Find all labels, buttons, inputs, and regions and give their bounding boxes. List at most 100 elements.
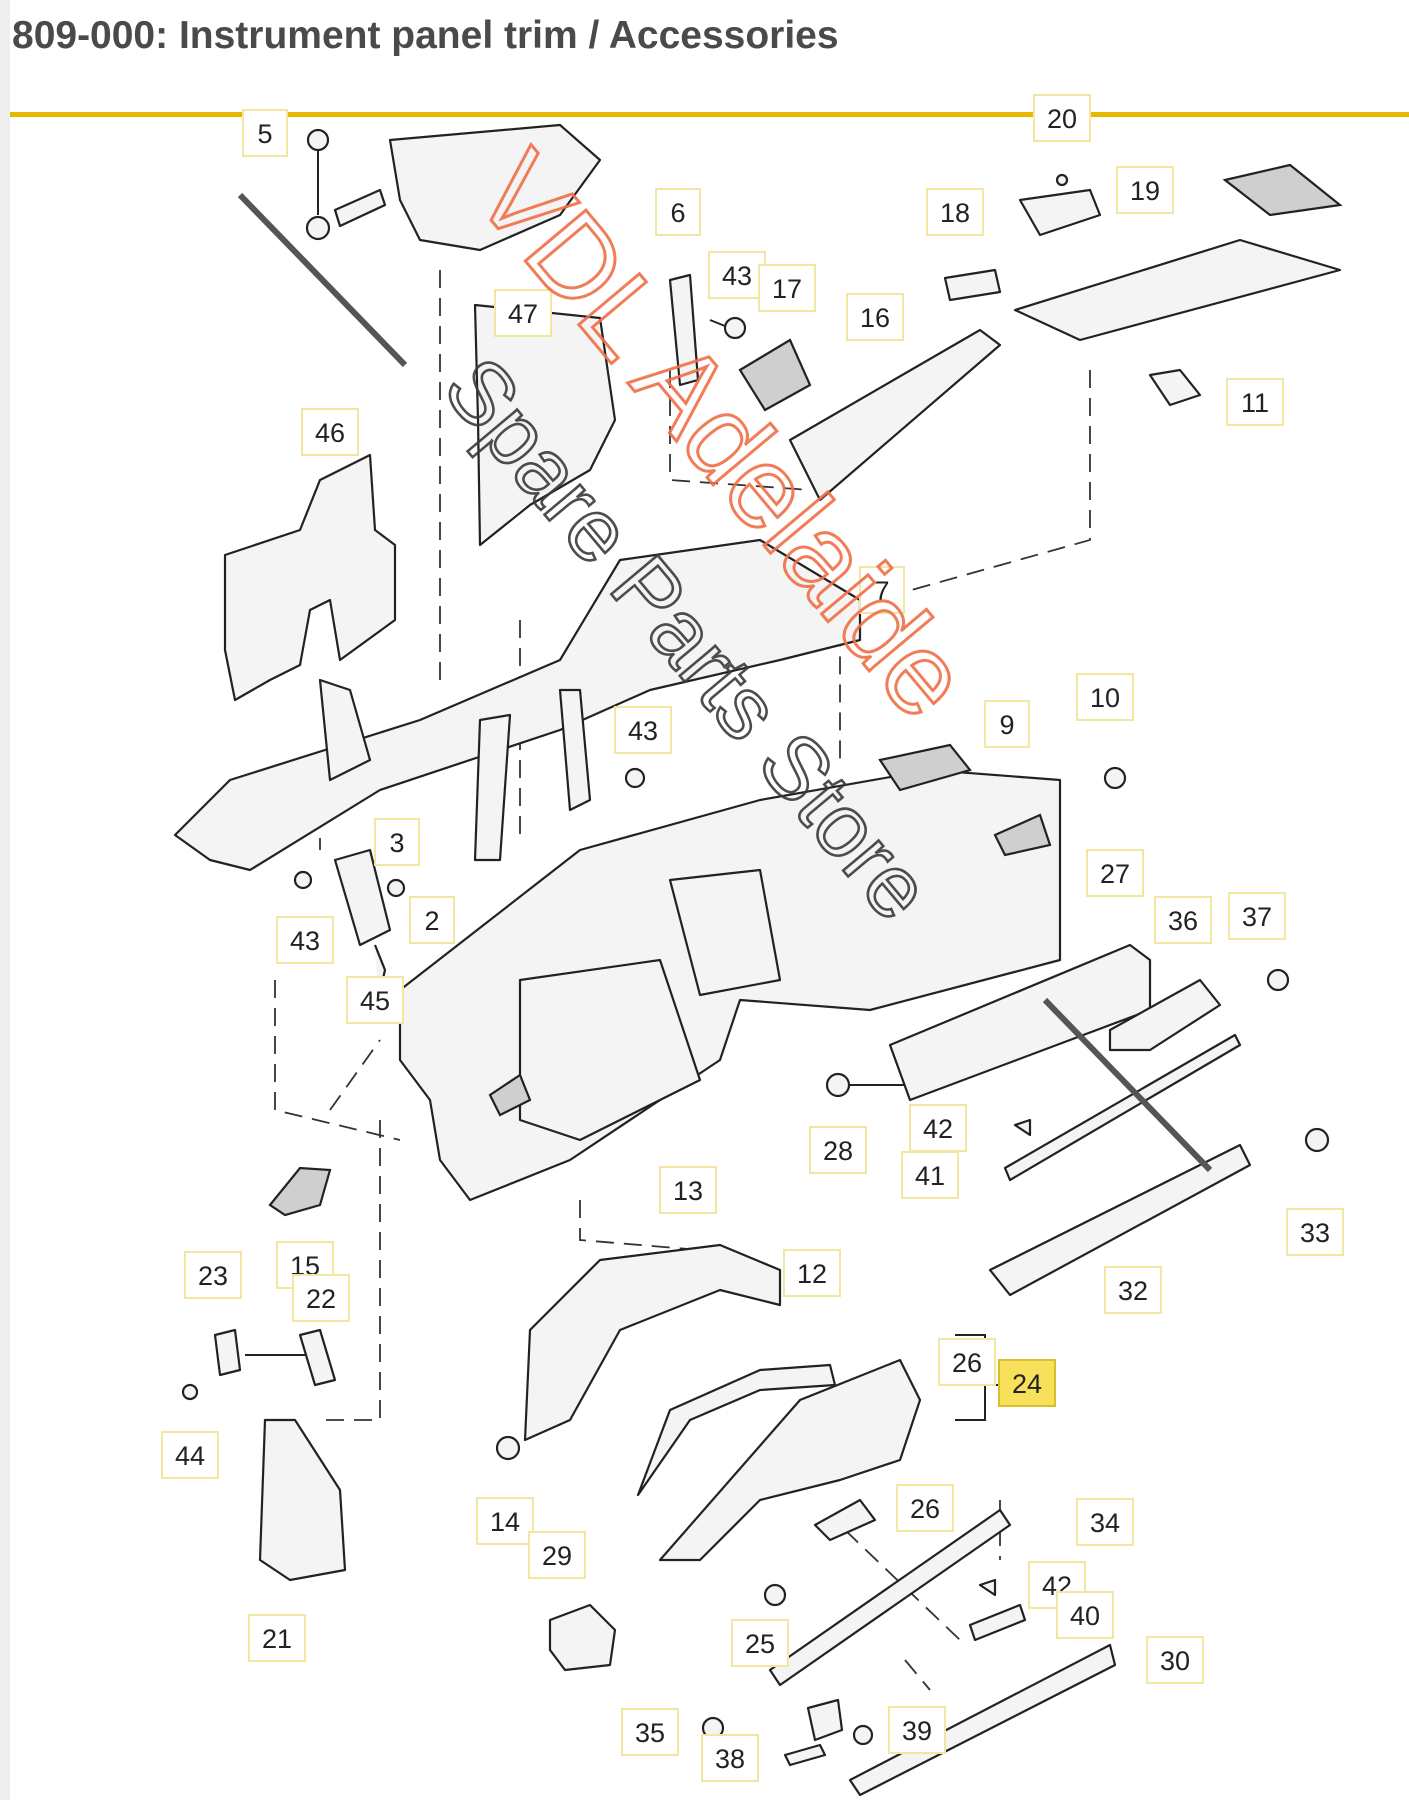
- callout-c10[interactable]: 10: [1076, 673, 1134, 721]
- callout-number-c43a: 43: [722, 261, 752, 291]
- callout-box-c32: [1104, 1266, 1162, 1314]
- callout-box-c26a: [938, 1338, 996, 1386]
- callout-number-c32: 32: [1118, 1276, 1148, 1306]
- callout-c28[interactable]: 28: [809, 1126, 867, 1174]
- callout-number-c46: 46: [315, 418, 345, 448]
- callout-number-c47: 47: [508, 299, 538, 329]
- callout-number-c13: 13: [673, 1176, 703, 1206]
- callout-number-c34: 34: [1090, 1508, 1120, 1538]
- callout-c11[interactable]: 11: [1226, 378, 1284, 426]
- callout-c43a[interactable]: 43: [708, 251, 766, 299]
- callout-c25[interactable]: 25: [731, 1619, 789, 1667]
- callout-c26b[interactable]: 26: [896, 1484, 954, 1532]
- callout-box-c40: [1056, 1591, 1114, 1639]
- callout-c22[interactable]: 22: [292, 1274, 350, 1322]
- callout-box-c39: [888, 1706, 946, 1754]
- callout-box-c10: [1076, 673, 1134, 721]
- callout-c34[interactable]: 34: [1076, 1498, 1134, 1546]
- callout-number-c7: 7: [874, 576, 889, 606]
- callout-box-c2: [409, 896, 455, 944]
- callout-c26a[interactable]: 26: [938, 1338, 996, 1386]
- left-edge-strip: [0, 0, 10, 1800]
- callout-box-c28: [809, 1126, 867, 1174]
- callout-c17[interactable]: 17: [758, 264, 816, 312]
- callout-c30[interactable]: 30: [1146, 1636, 1204, 1684]
- callout-box-c22: [292, 1274, 350, 1322]
- callout-box-c24: [998, 1359, 1056, 1407]
- callout-c24[interactable]: 24: [998, 1359, 1056, 1407]
- callout-c7[interactable]: 7: [859, 566, 905, 614]
- callout-number-c19: 19: [1130, 176, 1160, 206]
- callout-number-c17: 17: [772, 274, 802, 304]
- callout-c40[interactable]: 40: [1056, 1591, 1114, 1639]
- callout-box-c33: [1286, 1208, 1344, 1256]
- callout-c20[interactable]: 20: [1033, 94, 1091, 142]
- callout-box-c17: [758, 264, 816, 312]
- callout-c38[interactable]: 38: [701, 1734, 759, 1782]
- callout-c39[interactable]: 39: [888, 1706, 946, 1754]
- callout-number-c18: 18: [940, 198, 970, 228]
- callout-box-c47: [494, 289, 552, 337]
- callout-number-c11: 11: [1241, 388, 1269, 418]
- callout-c6[interactable]: 6: [655, 188, 701, 236]
- callout-number-c25: 25: [745, 1629, 775, 1659]
- callout-box-c7: [859, 566, 905, 614]
- callout-c3[interactable]: 3: [374, 818, 420, 866]
- callout-number-c21: 21: [262, 1624, 292, 1654]
- callout-number-c43b: 43: [628, 716, 658, 746]
- callout-c21[interactable]: 21: [248, 1614, 306, 1662]
- callout-c33[interactable]: 33: [1286, 1208, 1344, 1256]
- slash-lines: [237, 192, 1213, 1173]
- callout-c37[interactable]: 37: [1228, 892, 1286, 940]
- callout-box-c43b: [614, 706, 672, 754]
- callout-c18[interactable]: 18: [926, 188, 984, 236]
- callout-number-c43c: 43: [290, 926, 320, 956]
- title-divider: [10, 112, 1409, 117]
- callout-c27[interactable]: 27: [1086, 849, 1144, 897]
- callout-c35[interactable]: 35: [621, 1708, 679, 1756]
- callout-box-c45: [346, 976, 404, 1024]
- callout-c2[interactable]: 2: [409, 896, 455, 944]
- callout-c32[interactable]: 32: [1104, 1266, 1162, 1314]
- callout-c44[interactable]: 44: [161, 1431, 219, 1479]
- callout-box-c13: [659, 1166, 717, 1214]
- callout-c5[interactable]: 5: [242, 109, 288, 157]
- callout-c42a[interactable]: 42: [909, 1104, 967, 1152]
- callout-number-c45: 45: [360, 986, 390, 1016]
- callout-box-c43a: [708, 251, 766, 299]
- callout-c14[interactable]: 14: [476, 1497, 534, 1545]
- callout-box-c12: [783, 1249, 841, 1297]
- callout-box-c11: [1226, 378, 1284, 426]
- callout-c9[interactable]: 9: [984, 700, 1030, 748]
- callout-c43c[interactable]: 43: [276, 916, 334, 964]
- callout-box-c27: [1086, 849, 1144, 897]
- callout-c36[interactable]: 36: [1154, 896, 1212, 944]
- callout-number-c16: 16: [860, 303, 890, 333]
- callout-c29[interactable]: 29: [528, 1531, 586, 1579]
- callout-c41[interactable]: 41: [901, 1151, 959, 1199]
- callout-box-c16: [846, 293, 904, 341]
- callout-box-c29: [528, 1531, 586, 1579]
- callout-number-c35: 35: [635, 1718, 665, 1748]
- callout-c43b[interactable]: 43: [614, 706, 672, 754]
- callout-number-c10: 10: [1090, 683, 1120, 713]
- callout-c45[interactable]: 45: [346, 976, 404, 1024]
- callout-number-c39: 39: [902, 1716, 932, 1746]
- callout-number-c40: 40: [1070, 1601, 1100, 1631]
- callout-c16[interactable]: 16: [846, 293, 904, 341]
- callout-c46[interactable]: 46: [301, 408, 359, 456]
- callout-box-c26b: [896, 1484, 954, 1532]
- callout-box-c34: [1076, 1498, 1134, 1546]
- callout-c13[interactable]: 13: [659, 1166, 717, 1214]
- callout-number-c23: 23: [198, 1261, 228, 1291]
- callout-c19[interactable]: 19: [1116, 166, 1174, 214]
- callout-c12[interactable]: 12: [783, 1249, 841, 1297]
- callout-c47[interactable]: 47: [494, 289, 552, 337]
- callout-number-c20: 20: [1047, 104, 1077, 134]
- callout-number-c3: 3: [389, 828, 404, 858]
- callout-box-c14: [476, 1497, 534, 1545]
- callout-number-c36: 36: [1168, 906, 1198, 936]
- callout-box-c9: [984, 700, 1030, 748]
- callout-c23[interactable]: 23: [184, 1251, 242, 1299]
